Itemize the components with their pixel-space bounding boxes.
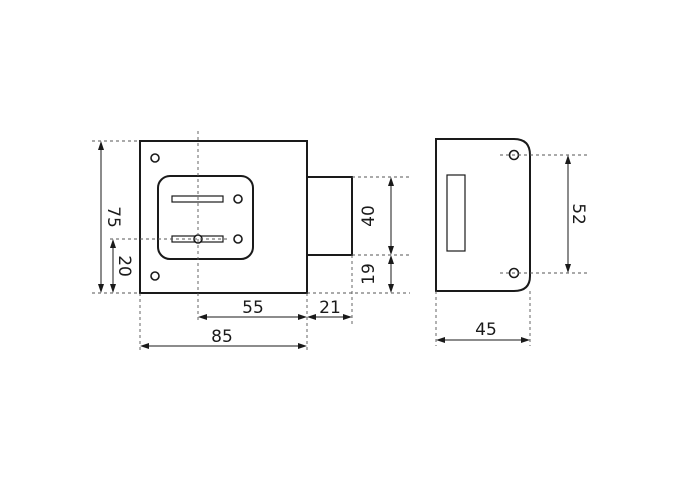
lock-front-view: [92, 131, 410, 352]
dim-keeper-width: 45: [436, 320, 530, 343]
keeper-outline: [435, 138, 531, 292]
dim-label-hole-spacing: 52: [568, 203, 588, 225]
body-mount-hole-top: [150, 153, 160, 163]
plate-screw-lower: [233, 234, 243, 244]
dim-lock-height: 75: [98, 141, 123, 293]
dim-label-bolt-height: 40: [359, 205, 379, 227]
dim-label-keeper-width: 45: [475, 320, 497, 340]
latch-bolt: [306, 176, 353, 256]
dim-label-key-to-edge: 55: [242, 298, 264, 318]
body-mount-hole-bottom: [150, 271, 160, 281]
dim-label-key-offset: 20: [114, 255, 134, 277]
keeper-slot: [446, 174, 466, 252]
plate-screw-upper: [233, 194, 243, 204]
dim-label-body-width: 85: [211, 327, 233, 347]
dim-bolt-height: 40: [359, 177, 394, 255]
lock-body-outline: [139, 140, 308, 294]
dim-key-offset: 20: [110, 239, 134, 293]
dim-bolt-bottom-offset: 19: [359, 255, 394, 293]
dim-label-bolt-projection: 21: [319, 298, 341, 318]
dim-bolt-projection: 21: [307, 298, 352, 320]
dim-key-to-edge: 55: [198, 298, 307, 320]
dim-hole-spacing: 52: [565, 155, 588, 273]
key-slot-upper: [171, 195, 224, 203]
dim-label-bolt-bottom-offset: 19: [359, 263, 379, 285]
dim-body-width: 85: [140, 327, 307, 349]
keeper-view: [435, 138, 590, 346]
key-plate: [157, 175, 254, 260]
dim-label-lock-height: 75: [103, 206, 123, 228]
